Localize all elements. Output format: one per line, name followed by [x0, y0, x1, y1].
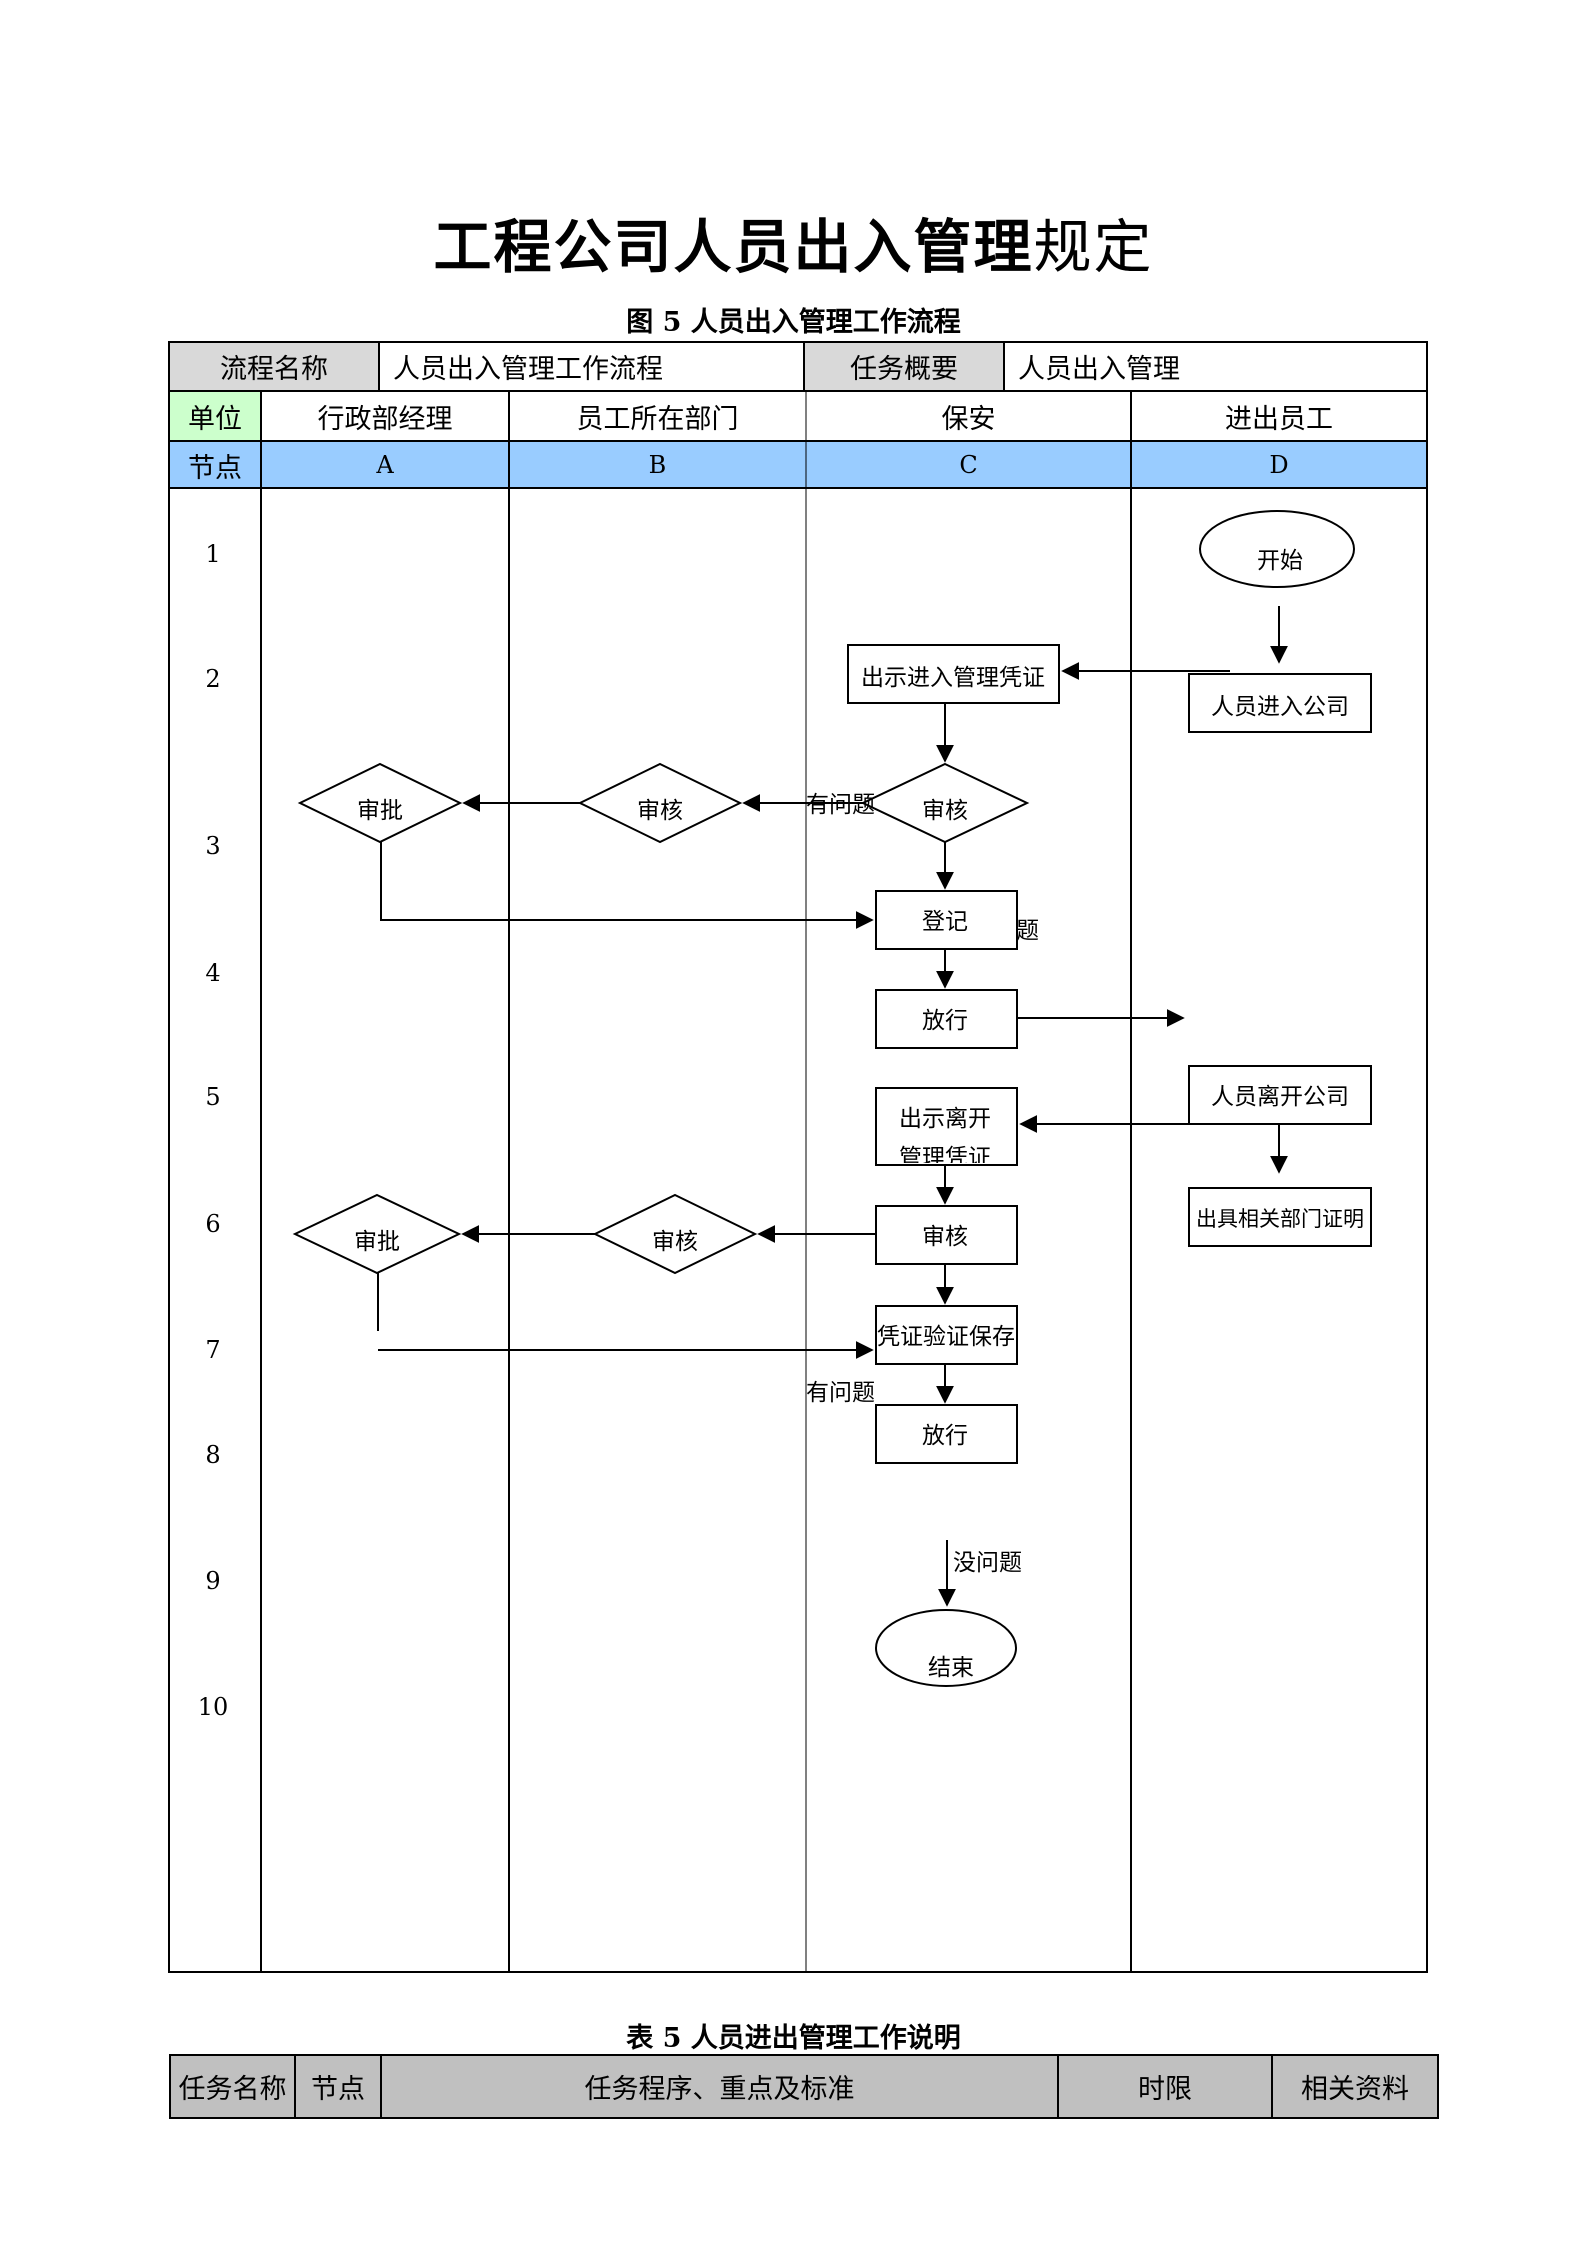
row-number-9: 9 — [205, 1567, 221, 1595]
enter-company-node — [1188, 673, 1372, 733]
start-node — [1199, 510, 1355, 588]
row-number-10: 10 — [197, 1693, 229, 1721]
row-number-1: 1 — [205, 540, 221, 568]
lane-d-node: D — [1131, 442, 1427, 488]
table-caption: 表 5 人员进出管理工作说明 — [626, 2023, 961, 2054]
mgr-approve-2-label: 审批 — [354, 1229, 400, 1255]
edge-label-problem-2: 有问题 — [806, 1380, 875, 1406]
lane-c-unit: 保安 — [941, 403, 996, 435]
page-title: 工程公司人员出入管理规定 — [0, 200, 1587, 284]
end-node — [875, 1609, 1017, 1687]
show-exit-cert-label: 出示离开 — [899, 1106, 991, 1132]
edge-label-no-problem: 没问题 — [953, 1550, 1022, 1576]
show-entry-cert-label: 出示进入管理凭证 — [861, 665, 1045, 691]
row-number-8: 8 — [205, 1441, 221, 1469]
verify-keep-label: 凭证验证保存 — [877, 1324, 1015, 1350]
show-exit-cert-cut-label: 管理凭证 — [899, 1145, 991, 1171]
enter-company-label: 人员进入公司 — [1211, 694, 1349, 720]
title-suffix: 规定 — [1033, 213, 1154, 281]
row-number-6: 6 — [205, 1210, 221, 1238]
register-node — [875, 890, 1018, 950]
task-summary-value: 人员出入管理 — [1018, 353, 1180, 385]
dept-review-1-node — [577, 762, 743, 844]
lane-a-node: A — [261, 442, 509, 488]
release-2-label: 放行 — [922, 1423, 968, 1449]
header-related-docs: 相关资料 — [1301, 2074, 1409, 2105]
start-label: 开始 — [1257, 548, 1303, 574]
header-task-name: 任务名称 — [171, 2056, 296, 2117]
dept-review-2-node — [592, 1193, 758, 1275]
register-label: 登记 — [922, 909, 968, 935]
dept-review-1-label: 审核 — [637, 798, 683, 824]
lane-c-node: C — [806, 442, 1131, 488]
lane-b-unit: 员工所在部门 — [576, 403, 739, 435]
title-main: 工程公司人员出入管理 — [433, 213, 1034, 281]
verify-keep-node — [875, 1305, 1018, 1365]
row-number-4: 4 — [205, 959, 221, 987]
lane-d-unit: 进出员工 — [1225, 403, 1333, 435]
show-entry-cert-node — [847, 644, 1060, 704]
leave-company-node — [1188, 1065, 1372, 1125]
edge-label-problem-1: 有问题 — [806, 792, 875, 818]
end-label: 结束 — [928, 1655, 974, 1681]
guard-review-1-label: 审核 — [922, 798, 968, 824]
row-number-2: 2 — [205, 665, 221, 693]
lane-b-node: B — [509, 442, 806, 488]
mgr-approve-1-label: 审批 — [357, 798, 403, 824]
table-grid — [168, 341, 1428, 1973]
arrow-approve-to-register — [380, 842, 874, 929]
header-time-limit: 时限 — [1059, 2056, 1273, 2117]
description-table-header: 任务名称 节点 任务程序、重点及标准 时限 相关资料 — [169, 2054, 1439, 2119]
process-name-value: 人员出入管理工作流程 — [393, 353, 663, 385]
row-number-5: 5 — [205, 1083, 221, 1111]
dept-certificate-label: 出具相关部门证明 — [1196, 1207, 1364, 1231]
release-1-label: 放行 — [922, 1008, 968, 1034]
header-node: 节点 — [296, 2056, 382, 2117]
row-number-3: 3 — [205, 832, 221, 860]
edge-label-problem-1-tail: 题 — [1016, 918, 1039, 944]
figure-caption: 图 5 人员出入管理工作流程 — [626, 307, 961, 338]
guard-review-2-label: 审核 — [922, 1224, 968, 1250]
show-exit-cert-node — [875, 1087, 1018, 1166]
dept-review-2-label: 审核 — [652, 1229, 698, 1255]
row-number-7: 7 — [205, 1336, 221, 1364]
release-2-node — [875, 1404, 1018, 1464]
node-label: 节点 — [169, 442, 261, 488]
task-summary-label: 任务概要 — [804, 342, 1004, 390]
dept-certificate-node — [1188, 1187, 1372, 1247]
lane-a-unit: 行政部经理 — [317, 403, 453, 435]
leave-company-label: 人员离开公司 — [1211, 1084, 1349, 1110]
unit-label: 单位 — [169, 392, 261, 440]
process-name-label: 流程名称 — [169, 342, 379, 390]
header-procedure: 任务程序、重点及标准 — [382, 2056, 1059, 2117]
release-1-node — [875, 989, 1018, 1049]
